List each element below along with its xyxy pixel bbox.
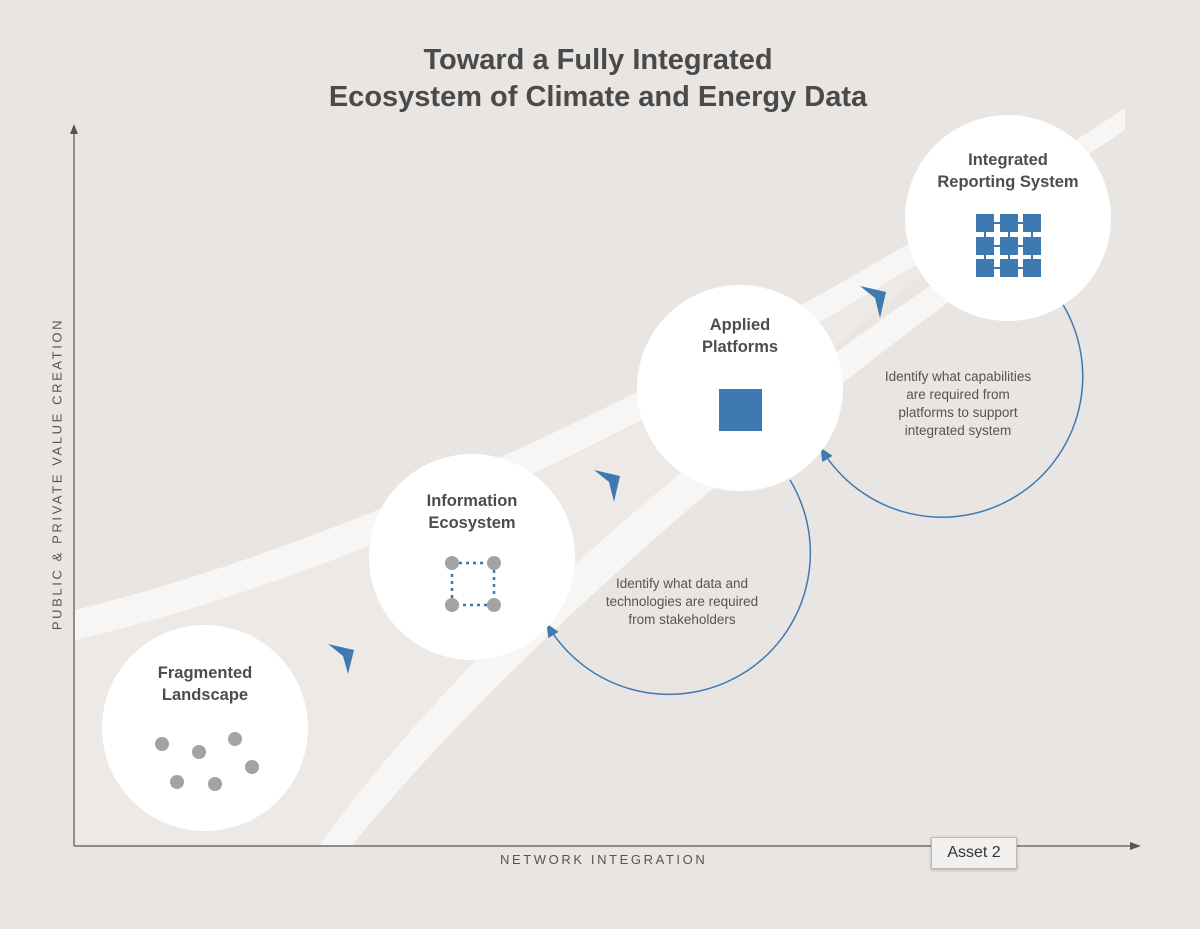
feedback-note-capabilities: Identify what capabilities are required … (858, 368, 1058, 440)
stage-label-line: Information (426, 492, 518, 510)
stage-circle-information (369, 454, 575, 660)
stage-circle-applied (637, 285, 843, 491)
stage-label-line: Fragmented (157, 664, 253, 682)
stage-label-line: Platforms (701, 338, 779, 356)
diagram-title: Toward a Fully Integrated Ecosystem of C… (0, 42, 1196, 116)
note-line: platforms to support (898, 405, 1018, 420)
stage-label-line: Applied (709, 316, 771, 334)
grid-blocks-icon (976, 214, 1041, 277)
solid-square-icon (719, 389, 762, 431)
feedback-note-data: Identify what data and technologies are … (582, 575, 782, 629)
upper-trajectory-band (75, 108, 1125, 640)
stage-label-integrated: Integrated Reporting System (908, 149, 1108, 193)
value-region (75, 0, 1125, 640)
note-line: from stakeholders (628, 612, 736, 627)
chevron-icon (860, 286, 886, 318)
scattered-dots-icon (155, 732, 259, 791)
stage-label-line: Reporting System (937, 173, 1079, 191)
chevron-icon (328, 644, 354, 674)
note-line: Identify what data and (615, 576, 749, 591)
y-axis-arrow-icon (70, 124, 78, 134)
note-line: integrated system (904, 423, 1012, 438)
stage-label-line: Landscape (161, 686, 249, 704)
stage-label-fragmented: Fragmented Landscape (105, 662, 305, 706)
stage-label-information: Information Ecosystem (372, 490, 572, 534)
x-axis-arrow-icon (1130, 842, 1141, 850)
x-axis-label: NETWORK INTEGRATION (500, 852, 708, 867)
note-line: technologies are required (605, 594, 759, 609)
title-line-2: Ecosystem of Climate and Energy Data (328, 81, 868, 113)
note-line: Identify what capabilities (884, 369, 1032, 384)
feedback-loop-arc-2 (820, 302, 1084, 518)
stage-label-applied: Applied Platforms (640, 314, 840, 358)
stage-label-line: Integrated (968, 151, 1048, 169)
stage-label-line: Ecosystem (428, 514, 516, 532)
note-line: are required from (906, 387, 1010, 402)
growth-wedge (75, 110, 1125, 845)
stage-circle-fragmented (102, 625, 308, 831)
y-axis-label: PUBLIC & PRIVATE VALUE CREATION (49, 317, 65, 631)
chevron-icon (594, 470, 620, 502)
title-line-1: Toward a Fully Integrated (423, 44, 773, 76)
dotted-network-square-icon (445, 556, 501, 612)
feedback-loop-arc-1 (546, 479, 812, 696)
asset-badge[interactable]: Asset 2 (931, 837, 1017, 869)
